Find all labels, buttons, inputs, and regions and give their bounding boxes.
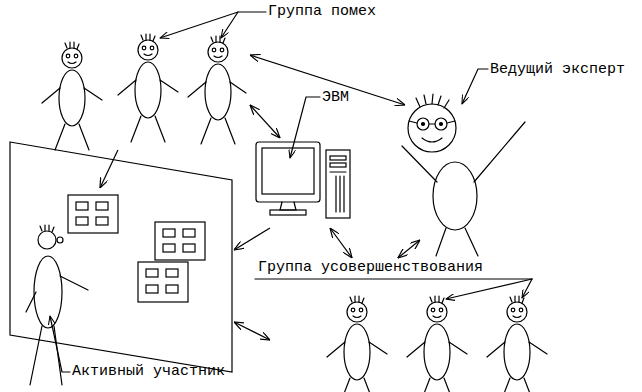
glasses-lens	[435, 118, 447, 130]
figure-limbs	[327, 296, 387, 392]
system-unit	[326, 150, 350, 218]
figure-eye	[439, 308, 443, 312]
figure-eye	[519, 308, 523, 312]
figure-mouth	[57, 237, 63, 243]
figure-body	[344, 324, 370, 380]
panel-cell	[183, 229, 195, 237]
connector-arrow	[100, 150, 118, 188]
figure-body	[205, 64, 231, 120]
figure-body	[59, 70, 85, 126]
figure-head	[62, 48, 82, 68]
actor-region: Группа усовершенствования	[270, 258, 560, 392]
callout-label: Активный участник	[72, 364, 225, 380]
actor-region: Группа помех	[38, 38, 250, 150]
board-panel	[138, 262, 188, 302]
glasses-lens	[417, 118, 429, 130]
figure-eye	[351, 308, 355, 312]
board-panel	[155, 222, 205, 260]
drive-bay	[330, 163, 346, 167]
callout-label: Группа усовершенствования	[258, 260, 483, 276]
panel-cell	[166, 285, 178, 293]
panel-cell	[183, 244, 195, 252]
callout-label: Группа помех	[268, 4, 376, 20]
figure-head	[208, 42, 228, 62]
connector-arrow	[234, 228, 270, 250]
leader-line	[522, 279, 532, 298]
figure-head	[427, 302, 447, 322]
panel-cell	[146, 269, 158, 277]
figure-body	[34, 256, 62, 328]
figure-eye	[74, 54, 78, 58]
panel-cell	[146, 285, 158, 293]
figure-limbs	[42, 42, 102, 150]
figure-body	[433, 162, 477, 230]
figure-head	[347, 302, 367, 322]
board-panel	[68, 195, 118, 233]
connector-arrow	[398, 240, 420, 258]
figure-limbs	[407, 296, 467, 392]
monitor-base	[270, 210, 306, 215]
leader-line	[462, 69, 488, 104]
leader-line	[446, 279, 532, 299]
figure-body	[424, 324, 450, 380]
panel-cell	[166, 269, 178, 277]
panel-cell	[163, 229, 175, 237]
figure-eye	[142, 46, 146, 50]
connector-arrow	[330, 228, 352, 258]
connector-arrow	[250, 105, 280, 138]
figure-eye	[220, 48, 224, 52]
figure-head	[38, 231, 56, 249]
figure-eye	[422, 123, 425, 126]
callout-label: ЭВМ	[322, 90, 349, 106]
panel-cell	[163, 244, 175, 252]
leader-line	[290, 97, 320, 158]
drive-bay	[330, 156, 346, 160]
connector-arrow	[234, 322, 270, 340]
figure-limbs	[487, 296, 547, 392]
figure-body	[504, 324, 530, 380]
label-underline	[255, 278, 532, 279]
figure-head	[138, 40, 158, 60]
figure-body	[135, 62, 161, 118]
leader-line	[50, 316, 70, 372]
figure-limbs	[118, 34, 178, 142]
leader-line	[221, 12, 238, 38]
leader-line	[160, 12, 266, 38]
actor-region: Активный участник	[8, 188, 234, 372]
actor-region: ЭВМ	[252, 138, 354, 228]
figure-eye	[66, 54, 70, 58]
figure-head	[507, 302, 527, 322]
figure-limbs	[402, 94, 525, 256]
actor-region: Ведущий эксперт	[405, 100, 530, 240]
figure-eye	[511, 308, 515, 312]
callout-label: Ведущий эксперт	[490, 62, 625, 78]
monitor-screen	[262, 148, 314, 194]
figure-eye	[359, 308, 363, 312]
panel-cell	[96, 202, 108, 210]
board	[10, 142, 232, 372]
unit-vents	[330, 172, 346, 212]
monitor	[256, 142, 320, 202]
panel-cell	[96, 217, 108, 225]
figure-eye	[212, 48, 216, 52]
monitor-stand	[280, 202, 296, 210]
figure-head	[408, 104, 456, 152]
figure-eye	[150, 46, 154, 50]
panel-cell	[76, 202, 88, 210]
figure-limbs	[26, 225, 88, 385]
panel-cell	[76, 217, 88, 225]
figure-limbs	[188, 36, 246, 144]
figure-eye	[440, 123, 443, 126]
figure-eye	[431, 308, 435, 312]
connector-arrow	[250, 55, 405, 105]
